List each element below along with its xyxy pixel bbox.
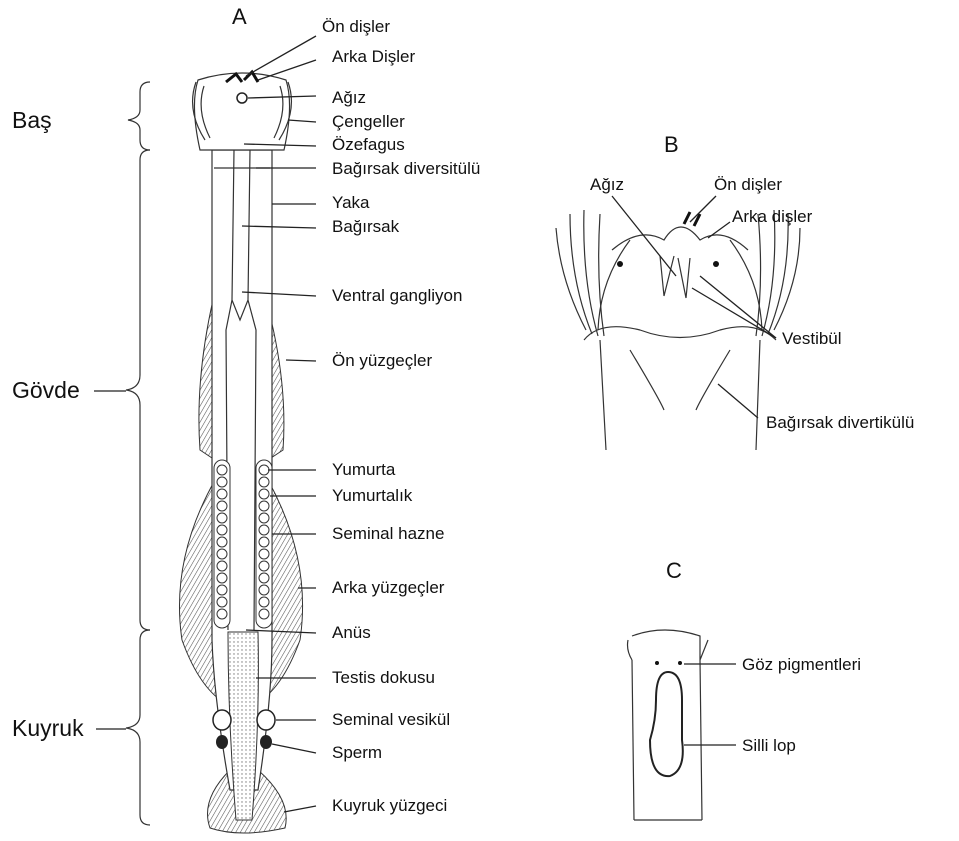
label-sperm: Sperm <box>332 743 382 762</box>
label-c-eye-pigments: Göz pigmentleri <box>742 655 861 674</box>
region-tail: Kuyruk <box>12 715 84 741</box>
label-b-mouth: Ağız <box>590 175 624 194</box>
head-outline <box>194 73 289 150</box>
label-tail-fin: Kuyruk yüzgeci <box>332 796 447 815</box>
label-anus: Anüs <box>332 623 371 642</box>
seminal-vesicle-left <box>213 710 231 730</box>
seminal-vesicle-right <box>257 710 275 730</box>
label-anterior-teeth: Ön dişler <box>322 17 390 36</box>
label-intestinal-diverticulum: Bağırsak diversitülü <box>332 159 480 178</box>
region-head: Baş <box>12 107 52 133</box>
label-b-anterior-teeth: Ön dişler <box>714 175 782 194</box>
eye-right <box>713 261 719 267</box>
label-mouth: Ağız <box>332 88 366 107</box>
ovary-right <box>256 460 272 628</box>
label-egg: Yumurta <box>332 460 396 479</box>
label-b-vestibule: Vestibül <box>782 329 842 348</box>
eye-left <box>617 261 623 267</box>
label-intestine: Bağırsak <box>332 217 400 236</box>
sperm-left <box>216 735 228 749</box>
label-testis-tissue: Testis dokusu <box>332 668 435 687</box>
label-seminal-vesicle: Seminal vesikül <box>332 710 450 729</box>
label-hooks: Çengeller <box>332 112 405 131</box>
leaders-c <box>684 664 736 745</box>
eye-pigment-right <box>678 661 682 665</box>
label-b-posterior-teeth: Arka dişler <box>732 207 813 226</box>
leaders-b <box>612 196 776 418</box>
label-posterior-teeth: Arka Dişler <box>332 47 415 66</box>
ovary-left <box>214 460 230 628</box>
panel-b-letter: B <box>664 132 679 157</box>
mouth <box>237 93 247 103</box>
label-collar: Yaka <box>332 193 370 212</box>
label-esophagus: Özefagus <box>332 135 405 154</box>
panel-c-head-detail <box>628 630 709 820</box>
label-posterior-fins: Arka yüzgeçler <box>332 578 445 597</box>
panel-c-letter: C <box>666 558 682 583</box>
label-ventral-ganglion: Ventral gangliyon <box>332 286 462 305</box>
region-braces <box>126 82 150 825</box>
eye-pigment-left <box>655 661 659 665</box>
panel-a-letter: A <box>232 4 247 29</box>
region-trunk: Gövde <box>12 377 80 403</box>
sperm-right <box>260 735 272 749</box>
label-b-intestinal-diverticulum: Bağırsak divertikülü <box>766 413 914 432</box>
panel-a-body <box>179 72 302 833</box>
label-ovary: Yumurtalık <box>332 486 413 505</box>
label-seminal-receptacle: Seminal hazne <box>332 524 444 543</box>
ciliated-lobe <box>650 672 683 776</box>
label-anterior-fins: Ön yüzgeçler <box>332 351 432 370</box>
label-c-ciliated-lobe: Silli lop <box>742 736 796 755</box>
